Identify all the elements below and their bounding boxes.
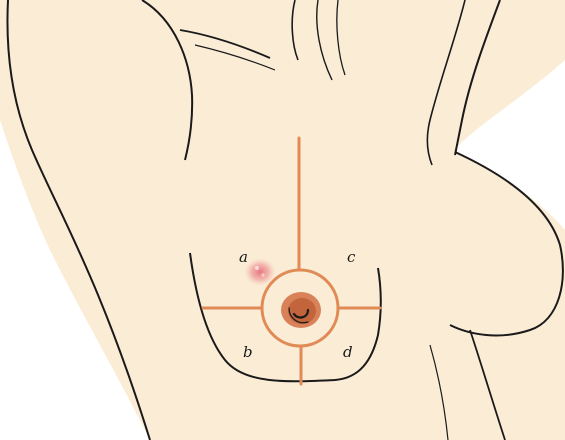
nipple-icon	[281, 292, 321, 328]
label-quadrant-b: b	[243, 343, 253, 361]
lesion-spot-icon	[244, 258, 276, 286]
label-quadrant-d: d	[343, 343, 353, 361]
label-quadrant-c: c	[347, 248, 356, 266]
label-quadrant-a: a	[239, 248, 248, 266]
